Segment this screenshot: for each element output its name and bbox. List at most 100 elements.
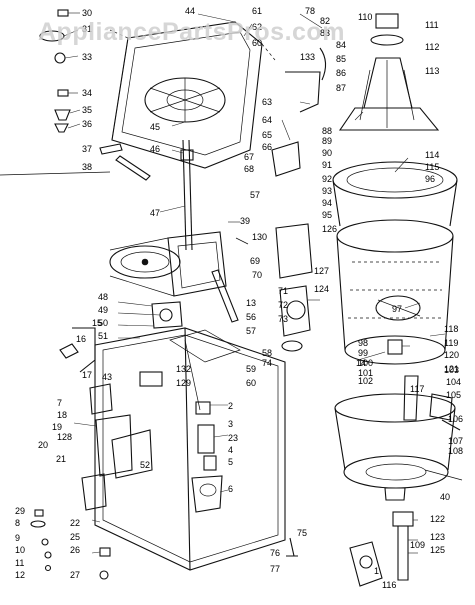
part-number-label: 47	[150, 208, 160, 218]
part-number-label: 3	[228, 419, 233, 429]
part-number-label: 38	[82, 162, 92, 172]
part-number-label: 25	[70, 532, 80, 542]
part-number-label: 90	[322, 148, 332, 158]
part-number-label: 16	[76, 334, 86, 344]
part-number-label: 40	[440, 492, 450, 502]
part-number-label: 103	[444, 365, 459, 375]
part-number-label: 60	[252, 38, 262, 48]
part-number-label: 121	[444, 364, 459, 374]
part-number-label: 119	[444, 338, 458, 348]
part-number-label: 36	[82, 119, 92, 129]
part-number-label: 22	[70, 518, 80, 528]
part-number-label: 9	[15, 533, 20, 543]
part-number-label: 65	[262, 130, 272, 140]
part-number-label: 82	[320, 16, 330, 26]
part-number-label: 71	[278, 286, 288, 296]
part-number-label: 114	[425, 150, 439, 160]
part-number-label: 5	[228, 457, 233, 467]
part-number-label: 6	[228, 484, 233, 494]
part-number-label: 130	[252, 232, 267, 242]
part-number-label: 14	[356, 358, 366, 368]
part-number-label: 127	[314, 266, 329, 276]
part-number-label: 85	[336, 54, 346, 64]
part-number-label: 59	[246, 364, 256, 374]
part-number-label: 116	[382, 580, 396, 590]
part-number-label: 10	[15, 545, 25, 555]
part-number-label: 83	[320, 28, 330, 38]
wash-tub	[332, 161, 458, 365]
center-brackets	[211, 47, 327, 352]
part-number-label: 123	[430, 532, 445, 542]
agitator-shaft	[180, 139, 194, 251]
outer-tub	[334, 375, 463, 501]
part-number-label: 126	[322, 224, 337, 234]
part-number-label: 118	[444, 324, 458, 334]
part-number-label: 88	[322, 126, 332, 136]
part-number-label: 68	[244, 164, 254, 174]
motor-pump-parts	[191, 401, 223, 513]
part-number-label: 52	[140, 460, 150, 470]
part-number-label: 37	[82, 144, 92, 154]
part-number-label: 44	[185, 6, 195, 16]
part-number-label: 101	[358, 368, 373, 378]
leader-lines	[63, 12, 446, 554]
part-number-label: 39	[240, 216, 250, 226]
part-number-label: 91	[322, 160, 332, 170]
part-number-label: 64	[262, 115, 272, 125]
part-number-label: 17	[82, 370, 92, 380]
part-number-label: 29	[15, 506, 25, 516]
part-number-label: 107	[448, 436, 463, 446]
part-number-label: 95	[322, 210, 332, 220]
part-number-label: 125	[430, 545, 445, 555]
part-number-label: 86	[336, 68, 346, 78]
part-number-label: 23	[228, 433, 238, 443]
part-number-label: 19	[52, 422, 62, 432]
part-number-label: 113	[425, 66, 439, 76]
part-number-label: 12	[15, 570, 25, 580]
part-number-label: 35	[82, 105, 92, 115]
left-side-parts	[30, 327, 163, 580]
part-number-label: 50	[98, 318, 108, 328]
part-number-label: 84	[336, 40, 346, 50]
part-number-label: 102	[358, 376, 373, 386]
part-number-label: 122	[430, 514, 445, 524]
part-number-label: 96	[425, 174, 435, 184]
part-number-label: 58	[262, 348, 272, 358]
part-number-label: 112	[425, 42, 439, 52]
part-number-label: 76	[270, 548, 280, 558]
part-number-label: 124	[314, 284, 329, 294]
part-number-label: 75	[297, 528, 307, 538]
part-number-label: 31	[82, 24, 92, 34]
part-number-label: 99	[358, 348, 368, 358]
part-number-label: 115	[425, 162, 439, 172]
part-number-label: 46	[150, 144, 160, 154]
part-number-label: 109	[410, 540, 425, 550]
part-number-label: 111	[425, 20, 439, 30]
part-number-label: 11	[15, 558, 24, 568]
part-number-label: 66	[262, 142, 272, 152]
part-number-label: 70	[252, 270, 262, 280]
part-number-label: 97	[392, 304, 402, 314]
part-number-label: 100	[358, 358, 373, 368]
part-number-label: 48	[98, 292, 108, 302]
part-number-label: 15	[92, 318, 102, 328]
part-number-label: 7	[57, 398, 62, 408]
part-number-label: 4	[228, 445, 233, 455]
part-number-label: 72	[278, 300, 288, 310]
part-number-label: 1	[374, 566, 379, 576]
part-number-label: 132	[176, 364, 191, 374]
part-number-label: 92	[322, 174, 332, 184]
part-number-label: 8	[15, 518, 20, 528]
part-number-label: 94	[322, 198, 332, 208]
part-number-label: 49	[98, 305, 108, 315]
part-number-label: 26	[70, 545, 80, 555]
part-number-label: 74	[262, 358, 272, 368]
cabinet-frame	[94, 327, 286, 571]
part-number-label: 57	[246, 326, 256, 336]
part-number-label: 108	[448, 446, 463, 456]
part-number-label: 34	[82, 88, 92, 98]
drain-hose	[286, 511, 414, 587]
part-number-label: 57	[250, 190, 260, 200]
